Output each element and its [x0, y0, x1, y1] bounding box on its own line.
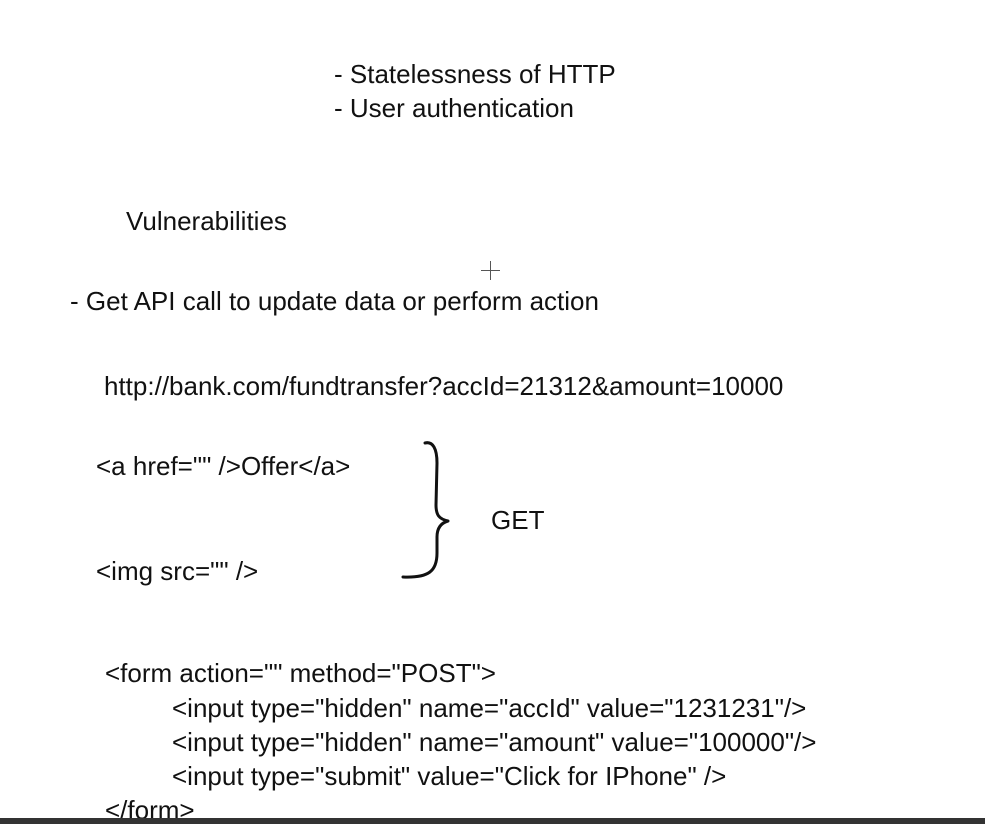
curly-brace-icon: [401, 441, 450, 579]
bullet-statelessness: - Statelessness of HTTP: [334, 59, 616, 89]
bullet-user-authentication: - User authentication: [334, 93, 574, 123]
bullet-get-api-call: - Get API call to update data or perform…: [70, 286, 599, 316]
bottom-border: [0, 818, 985, 824]
form-input-accid: <input type="hidden" name="accId" value=…: [172, 693, 807, 723]
form-input-submit: <input type="submit" value="Click for IP…: [172, 761, 727, 791]
vulnerabilities-heading: Vulnerabilities: [126, 206, 287, 236]
form-open-tag: <form action="" method="POST">: [105, 658, 496, 688]
form-input-amount: <input type="hidden" name="amount" value…: [172, 727, 817, 757]
anchor-tag-example: <a href="" />Offer</a>: [96, 451, 351, 481]
get-method-label: GET: [491, 505, 545, 535]
img-tag-example: <img src="" />: [96, 556, 259, 586]
crosshair-cursor-icon: [481, 261, 500, 280]
example-url: http://bank.com/fundtransfer?accId=21312…: [104, 371, 784, 401]
